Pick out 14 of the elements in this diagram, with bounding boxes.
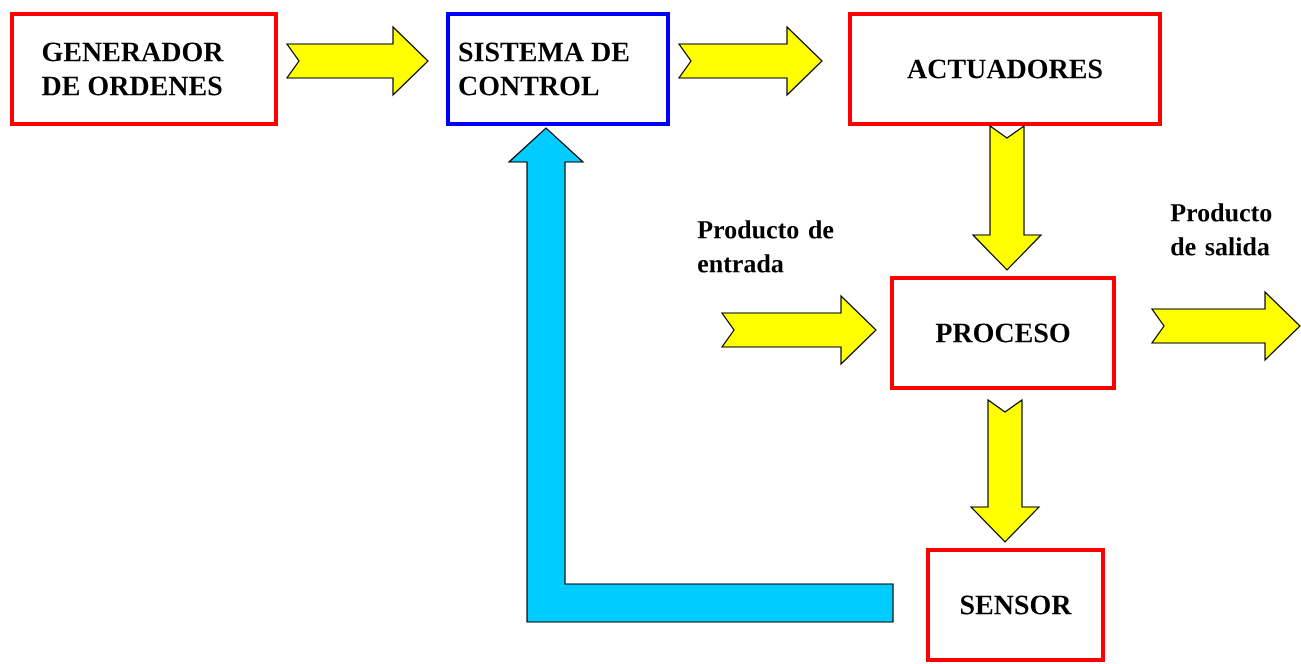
process-box: GENERADOR DE ORDENES bbox=[10, 12, 278, 126]
process-box: PROCESO bbox=[890, 276, 1116, 390]
process-box: SISTEMA DE CONTROL bbox=[446, 12, 670, 126]
edge-label: Producto de salida bbox=[1170, 203, 1272, 256]
process-box: SENSOR bbox=[926, 548, 1105, 662]
block-arrow bbox=[285, 25, 429, 97]
block-arrow bbox=[720, 294, 877, 366]
block-arrow bbox=[971, 124, 1043, 271]
block-arrow bbox=[1150, 290, 1301, 362]
process-box: ACTUADORES bbox=[848, 12, 1162, 126]
block-arrow bbox=[677, 25, 823, 97]
edge-label: Producto de entrada bbox=[697, 220, 834, 273]
block-arrow bbox=[507, 127, 894, 623]
block-arrow bbox=[969, 398, 1041, 543]
